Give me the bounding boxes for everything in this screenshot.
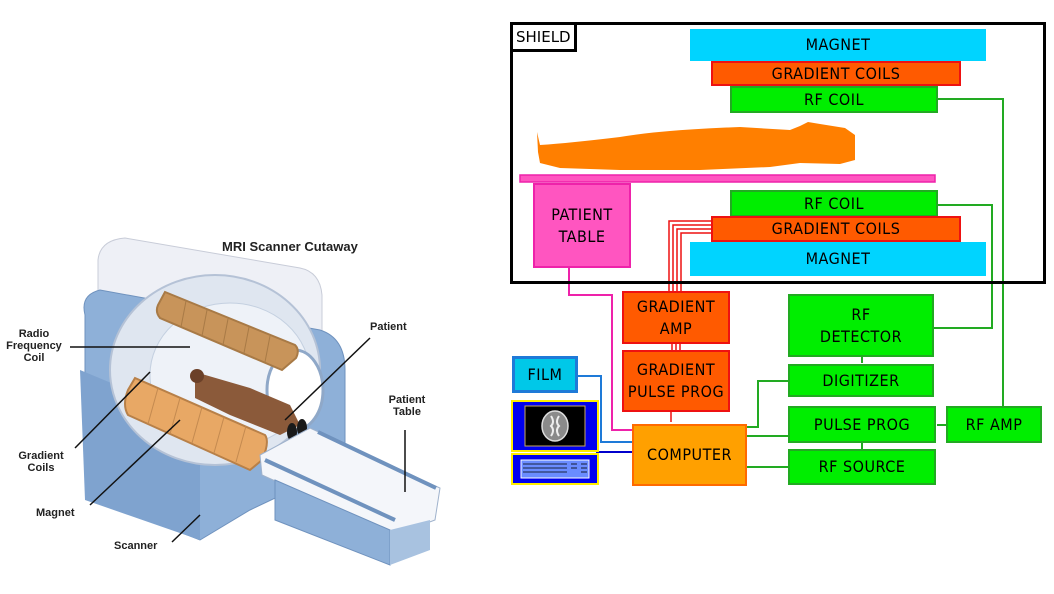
rf-detector-box: RF DETECTOR (788, 294, 934, 357)
magnet-top: MAGNET (690, 29, 986, 61)
label-patient: Patient (370, 321, 407, 333)
patient-table-line: TABLE (558, 226, 606, 246)
label-line: Patient (388, 394, 426, 406)
label-line: Radio (18, 328, 50, 340)
label-line: Gradient (18, 450, 64, 462)
gradient-coils-top: GRADIENT COILS (711, 61, 961, 86)
label-patient-table: Patient Table (382, 394, 432, 418)
film-box: FILM (512, 356, 578, 393)
shield-enclosure (510, 22, 1046, 284)
magnet-bottom: MAGNET (690, 242, 986, 276)
label-line: Coils (27, 462, 55, 474)
wire-gradient-bundle (668, 220, 713, 422)
workstation-icon (511, 400, 599, 485)
mri-scanner-illustration: MRI Scanner Cutaway Radio Frequency Coil… (0, 220, 480, 590)
rf-detector-line: RF (851, 304, 871, 324)
label-magnet: Magnet (36, 507, 75, 519)
patient-head (190, 369, 204, 383)
pulse-prog-box: PULSE PROG (788, 406, 936, 443)
label-rf-coil: Radio Frequency Coil (0, 328, 68, 364)
label-line: Frequency (6, 340, 62, 352)
shield-label: SHIELD (510, 22, 577, 52)
wire-film (578, 375, 632, 443)
table-base-side (390, 520, 430, 565)
table-rail (317, 430, 437, 490)
wire-rf-coil-top (936, 98, 1004, 411)
digitizer-box: DIGITIZER (788, 364, 934, 397)
table-top (259, 427, 441, 536)
patient-table-box: PATIENT TABLE (533, 183, 631, 268)
brain-detail (549, 415, 561, 437)
wire-digitizer (746, 380, 788, 428)
patient-silhouette (537, 122, 855, 170)
patient-table-line: PATIENT (551, 204, 613, 224)
wire-patient-table (568, 267, 632, 431)
rf-coil-top: RF COIL (730, 86, 938, 113)
brain-scan-icon (541, 410, 569, 442)
keyboard-keys (523, 463, 587, 473)
scanner-drawing (70, 237, 441, 566)
gradient-pulse-prog-line: PULSE PROG (627, 382, 725, 401)
gradient-pulse-prog-line: GRADIENT (636, 360, 716, 379)
gradient-pulse-prog-box: GRADIENT PULSE PROG (622, 350, 730, 412)
leader-lines (70, 337, 406, 543)
label-line: Coil (23, 352, 45, 364)
rf-coil-bottom: RF COIL (730, 190, 938, 217)
gradient-amp-box: GRADIENT AMP (622, 291, 730, 344)
label-line: Table (393, 406, 421, 418)
upper-coil-segments (180, 300, 271, 363)
patient-body (195, 372, 300, 435)
rf-source-box: RF SOURCE (788, 449, 936, 485)
label-scanner: Scanner (114, 540, 158, 552)
table-rail (264, 458, 396, 522)
computer-box: COMPUTER (632, 424, 747, 486)
upper-coil-panel (155, 290, 299, 372)
illustration-title: MRI Scanner Cutaway (222, 239, 358, 254)
gradient-amp-line: AMP (659, 318, 693, 338)
rf-amp-box: RF AMP (946, 406, 1042, 443)
label-gradient-coils: Gradient Coils (10, 450, 72, 474)
gradient-coils-bottom: GRADIENT COILS (711, 216, 961, 242)
patient-table-slab (519, 174, 936, 183)
keyboard-icon (520, 459, 590, 479)
gradient-amp-line: GRADIENT (636, 296, 716, 316)
rf-detector-line: DETECTOR (819, 326, 903, 346)
wire-rf-coil-bottom (933, 204, 993, 329)
